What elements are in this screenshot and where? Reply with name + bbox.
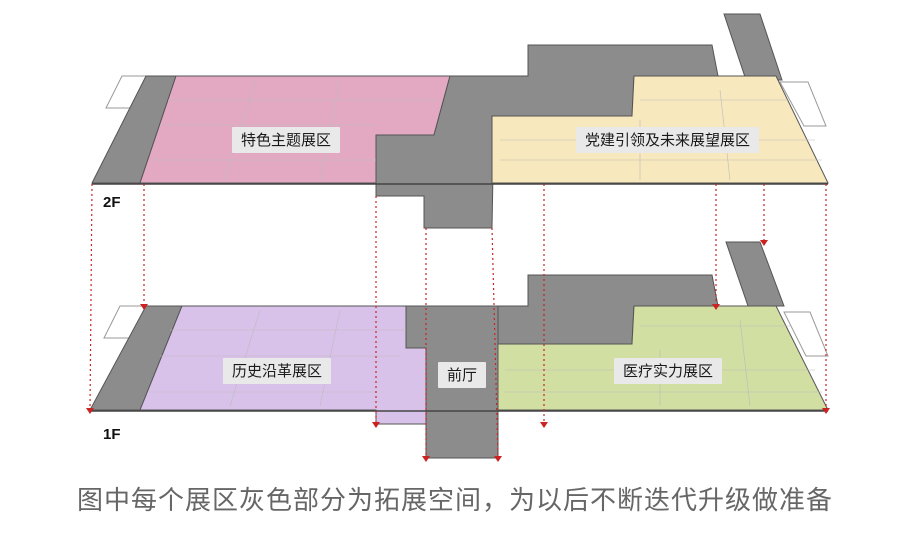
- floor-1f-plan: [89, 241, 829, 459]
- connector-arrow-heads: [86, 240, 830, 462]
- zone-label-medical: 医疗实力展区: [614, 358, 723, 384]
- floor-connectors: [89, 183, 827, 459]
- zone-label-theme: 特色主题展区: [232, 127, 341, 153]
- gray-extension-space: [725, 241, 785, 307]
- plan-detail-lines: [150, 309, 822, 407]
- zone-label-party: 党建引领及未来展望展区: [576, 127, 760, 153]
- gray-extension-space: [723, 13, 783, 81]
- floor-label-2f: 2F: [103, 194, 121, 211]
- zone-label-history: 历史沿革展区: [223, 358, 332, 384]
- floor-plan-svg: [86, 13, 830, 462]
- floor-label-1f: 1F: [103, 426, 121, 443]
- zone-label-lobby: 前厅: [438, 362, 487, 388]
- stair-outline: [783, 311, 829, 357]
- stair-outline: [779, 81, 827, 127]
- floor-2f-plan: [91, 13, 829, 229]
- diagram-caption: 图中每个展区灰色部分为拓展空间，为以后不断迭代升级做准备: [76, 486, 833, 516]
